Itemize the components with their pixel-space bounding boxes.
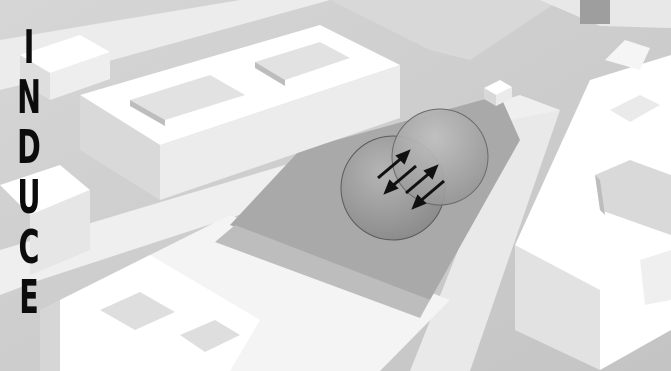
- texture-patch: [580, 0, 610, 24]
- title-letter: C: [15, 222, 42, 272]
- vertical-title: I N D U C E: [7, 22, 51, 322]
- title-letter: D: [15, 122, 42, 172]
- title-letter: N: [15, 72, 42, 122]
- title-letter: I: [15, 22, 42, 72]
- title-letter: E: [15, 272, 42, 322]
- title-letter: U: [15, 172, 42, 222]
